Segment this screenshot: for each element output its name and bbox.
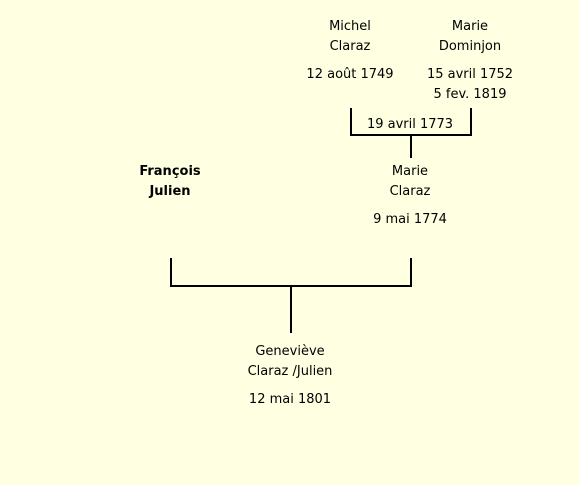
person-michel-claraz: Michel Claraz 12 août 1749 [300,17,400,85]
first-name: Marie [391,164,429,179]
connector-horizontal [170,285,412,287]
person-marie-claraz: Marie Claraz 9 mai 1774 [360,162,460,230]
last-name: Claraz [329,39,371,54]
connector-child-stem [410,136,412,158]
connector-left-vertical [170,258,172,287]
last-name: Dominjon [438,39,502,54]
connector-child-stem [290,287,292,333]
birth-date: 9 mai 1774 [373,212,447,227]
first-name: Michel [329,19,371,34]
connector-right-vertical [470,108,472,136]
marriage-date: 19 avril 1773 [366,117,454,132]
last-name: Claraz [389,184,431,199]
person-marie-dominjon: Marie Dominjon 15 avril 1752 5 fev. 1819 [415,17,525,105]
death-date: 5 fev. 1819 [433,87,507,102]
birth-date: 12 août 1749 [306,67,394,82]
connector-horizontal [350,134,472,136]
birth-date: 12 mai 1801 [248,392,332,407]
last-name: Julien [149,184,191,199]
birth-date: 15 avril 1752 [426,67,514,82]
first-name: Marie [451,19,489,34]
person-genevieve: Geneviève Claraz /Julien 12 mai 1801 [220,342,360,410]
connector-left-vertical [350,108,352,136]
person-francois-julien: François Julien [120,162,220,202]
first-name: Geneviève [255,344,325,359]
connector-right-vertical [410,258,412,287]
first-name: François [139,164,201,179]
last-name: Claraz /Julien [247,364,333,379]
